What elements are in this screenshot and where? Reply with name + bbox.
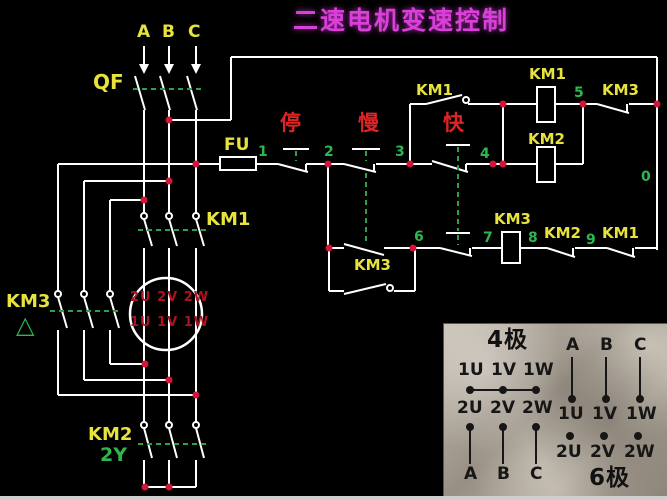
fast-break-contact <box>439 232 502 257</box>
terminal-connection-panel <box>443 323 667 499</box>
panel-6p-2v: 2V <box>590 442 615 462</box>
junction-dots <box>140 100 661 491</box>
delta-symbol: △ <box>16 311 35 339</box>
km3-nc-contact <box>583 103 657 114</box>
node-9: 9 <box>586 232 596 248</box>
node-0: 0 <box>641 169 651 185</box>
km3-aux-contact <box>328 248 416 295</box>
panel-6p-a: A <box>566 335 580 355</box>
node-6: 6 <box>414 229 424 245</box>
motor-symbol <box>128 276 204 352</box>
km3-coil-symbol <box>501 231 521 264</box>
panel-4p-b: B <box>497 464 510 484</box>
panel-4p-2v: 2V <box>490 398 515 418</box>
panel-4p-1v: 1V <box>491 360 516 380</box>
km3-nc-label: KM3 <box>602 81 639 99</box>
panel-6p-b: B <box>600 335 613 355</box>
slow-button-label: 慢 <box>358 111 379 135</box>
node-7: 7 <box>483 230 493 246</box>
stop-button-symbol <box>277 148 344 173</box>
qf-breaker <box>134 75 198 111</box>
control-wires <box>277 86 657 295</box>
km2-main-label: KM2 <box>88 424 133 445</box>
panel-6p-2w: 2W <box>624 442 655 462</box>
panel-connectors <box>466 357 644 464</box>
fast-button-symbol <box>431 144 493 173</box>
km1-coil-label: KM1 <box>529 65 566 83</box>
phase-b-label: B <box>162 22 175 42</box>
km3-aux-label: KM3 <box>354 256 391 274</box>
node-8: 8 <box>528 230 538 246</box>
stop-button-label: 停 <box>280 111 301 135</box>
panel-6p-1w: 1W <box>626 404 657 424</box>
mechanical-links <box>50 88 459 445</box>
panel-4p-1w: 1W <box>523 360 554 380</box>
km1-nc-label: KM1 <box>602 224 639 242</box>
km1-coil-symbol <box>536 86 556 123</box>
node-5: 5 <box>574 85 584 101</box>
node-3: 3 <box>395 144 405 160</box>
six-pole-title: 6极 <box>589 465 631 491</box>
panel-6p-2u: 2U <box>556 442 582 462</box>
km1-nc-contact <box>606 247 657 258</box>
panel-4p-1u: 1U <box>458 360 484 380</box>
km1-aux-contact <box>409 94 503 164</box>
slow-make-contact <box>328 243 440 256</box>
star-mode-label: 2Y <box>100 444 127 466</box>
panel-4p-a: A <box>464 464 478 484</box>
km2-nc-label: KM2 <box>544 224 581 242</box>
km2-nc-contact <box>546 247 607 258</box>
km3-main-label: KM3 <box>6 291 51 312</box>
fuse-label: FU <box>224 135 250 155</box>
km1-aux-label: KM1 <box>416 81 453 99</box>
km3-coil-label: KM3 <box>494 210 531 228</box>
panel-6p-1v: 1V <box>592 404 617 424</box>
bottom-border <box>0 496 667 500</box>
node-4: 4 <box>480 146 490 162</box>
breaker-label: QF <box>93 70 124 94</box>
node-2: 2 <box>324 144 334 160</box>
km3-main-contacts <box>54 290 196 396</box>
km2-main-contacts <box>140 421 205 488</box>
slow-button-symbol <box>343 148 432 173</box>
panel-6p-c: C <box>634 335 647 355</box>
km1-main-label: KM1 <box>206 209 251 230</box>
panel-4p-2w: 2W <box>522 398 553 418</box>
panel-6p-1u: 1U <box>558 404 584 424</box>
fast-button-label: 快 <box>443 111 464 135</box>
phase-c-label: C <box>188 22 201 42</box>
km2-coil-label: KM2 <box>528 130 565 148</box>
fuse-symbol <box>219 156 257 171</box>
node-1: 1 <box>258 144 268 160</box>
phase-a-label: A <box>137 22 151 42</box>
motor-top-terminals: 2U 2V 2W <box>130 290 210 305</box>
panel-4p-2u: 2U <box>457 398 483 418</box>
motor-bottom-terminals: 1U 1V 1W <box>130 315 210 330</box>
km2-coil-symbol <box>536 146 556 183</box>
diagram-title: 二速电机变速控制 <box>293 6 510 35</box>
panel-4p-c: C <box>530 464 543 484</box>
km1-main-contacts <box>140 212 205 247</box>
phase-arrows <box>139 64 201 74</box>
four-pole-title: 4极 <box>487 327 529 353</box>
